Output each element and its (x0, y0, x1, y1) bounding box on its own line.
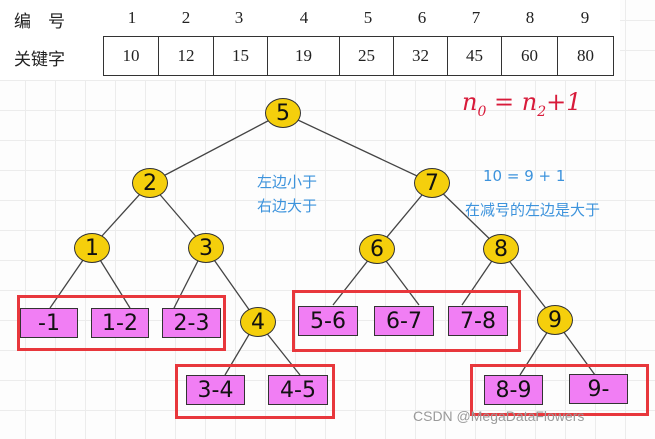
key-cell: 45 (448, 37, 502, 75)
key-cell: 15 (214, 37, 268, 75)
leaf-9-: 9- (569, 374, 628, 404)
tree-node-5: 5 (265, 98, 301, 128)
leaf-7-8: 7-8 (448, 306, 508, 336)
number-2: 2 (181, 8, 191, 27)
leaf-2-3: 2-3 (162, 308, 221, 338)
number-9: 9 (580, 8, 590, 27)
number-3: 3 (234, 8, 244, 27)
highlight-box-node4-leaves (175, 364, 335, 419)
tree-node-7: 7 (414, 168, 450, 198)
formula-sub0: 0 (477, 103, 487, 120)
leaf-4-5: 4-5 (268, 375, 328, 405)
number-5: 5 (363, 8, 373, 27)
key-table: 10 12 15 19 25 32 45 60 80 (103, 36, 614, 76)
tree-node-4: 4 (240, 307, 276, 337)
key-cell: 60 (502, 37, 558, 75)
key-cell: 80 (577, 46, 594, 65)
formula-n0-n2-plus-1: n0 = n2+1 (462, 88, 582, 120)
note-minus-left: 在减号的左边是大于 (465, 201, 601, 219)
note-right-bigger: 右边大于 (257, 197, 318, 215)
formula-eq: = n (486, 88, 538, 116)
number-4: 4 (299, 8, 309, 27)
note-equation: 10 = 9 + 1 (483, 167, 566, 185)
note-left-smaller: 左边小于 (257, 173, 318, 191)
tree-node-2: 2 (132, 168, 168, 198)
watermark: CSDN @MegaDataFlowers (413, 408, 585, 424)
tree-node-8: 8 (483, 234, 519, 264)
tree-node-9: 9 (537, 305, 573, 335)
key-cell: 32 (394, 37, 448, 75)
leaf-1-2: 1-2 (91, 308, 149, 338)
key-row-label: 关键字 (14, 50, 65, 70)
highlight-box-left-leaves (17, 295, 226, 351)
number-row-label: 编 号 (14, 12, 65, 32)
highlight-box-node9-leaves (470, 364, 649, 416)
number-7: 7 (471, 8, 481, 27)
leaf-minus-1: -1 (20, 308, 78, 338)
tree-node-3: 3 (188, 233, 224, 263)
key-cell: 12 (159, 37, 214, 75)
tree-node-1: 1 (74, 233, 110, 263)
number-8: 8 (525, 8, 535, 27)
leaf-8-9: 8-9 (484, 375, 543, 405)
key-cell: 25 (340, 37, 394, 75)
number-6: 6 (417, 8, 427, 27)
formula-sub2: 2 (537, 103, 547, 120)
leaf-5-6: 5-6 (298, 306, 358, 336)
formula-tail: +1 (546, 88, 582, 116)
formula-n: n (462, 88, 478, 116)
key-cell: 19 (268, 37, 340, 75)
highlight-box-right-leaves (292, 290, 521, 352)
key-cell: 10 (104, 37, 159, 75)
number-1: 1 (127, 8, 137, 27)
tree-node-6: 6 (359, 234, 395, 264)
leaf-6-7: 6-7 (374, 306, 434, 336)
leaf-3-4: 3-4 (186, 375, 245, 405)
